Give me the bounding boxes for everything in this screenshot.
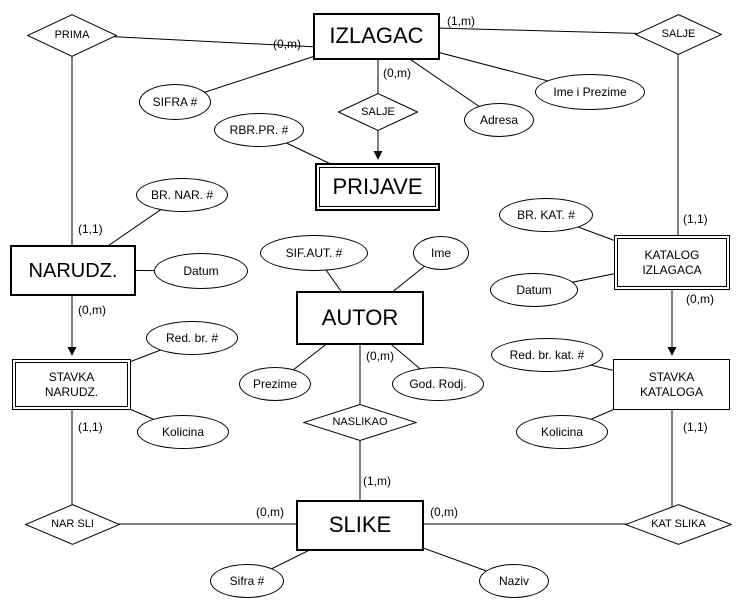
- relationship-nar-sli-label: NAR SLI: [51, 518, 94, 530]
- entity-prijave: PRIJAVE: [315, 163, 440, 211]
- attribute-label: Prezime: [252, 377, 297, 391]
- relationship-salje-mid: SALJE: [338, 93, 418, 131]
- relationship-nar-sli: NAR SLI: [25, 504, 120, 545]
- cardinality-izlagac-salje-top: (1,m): [447, 14, 475, 28]
- cardinality-slike-kat-slika: (0,m): [430, 505, 458, 519]
- diamond-shape: [27, 14, 117, 57]
- entity-narudz-label: NARUDZ.: [28, 259, 118, 282]
- entity-prijave-label: PRIJAVE: [332, 173, 423, 199]
- entity-izlagac: IZLAGAC: [313, 13, 440, 60]
- attribute-label: Sifra #: [229, 574, 265, 588]
- relationship-prima-label: PRIMA: [54, 29, 90, 41]
- attribute-label: Kolicina: [161, 425, 205, 439]
- attribute-sifra-slike: Sifra #: [210, 564, 284, 598]
- attribute-adresa: Adresa: [464, 103, 534, 137]
- relationship-salje-top-label: SALJE: [661, 28, 696, 40]
- entity-katalog-izlagaca-label: KATALOG IZLAGACA: [642, 248, 702, 277]
- attribute-br-kat: BR. KAT. #: [499, 198, 593, 232]
- relationship-salje-mid-label: SALJE: [361, 105, 395, 118]
- attribute-datum-narudz: Datum: [154, 253, 248, 289]
- attribute-rbr-pr: RBR.PR. #: [214, 113, 304, 147]
- entity-stavka-narudz: STAVKA NARUDZ.: [12, 359, 131, 410]
- attribute-red-br-kat: Red. br. kat. #: [491, 338, 603, 372]
- entity-autor-label: AUTOR: [321, 304, 399, 330]
- diamond-shape: [25, 504, 120, 545]
- attribute-ime: Ime: [413, 236, 469, 270]
- entity-izlagac-label: IZLAGAC: [329, 23, 424, 49]
- attribute-label: RBR.PR. #: [229, 123, 289, 137]
- attribute-kolicina-narudz: Kolicina: [137, 415, 229, 449]
- relationship-naslikao: NASLIKAO: [303, 404, 417, 441]
- cardinality-katalog-salje: (1,1): [683, 212, 708, 226]
- diamond-shape: [625, 504, 732, 545]
- relationship-prima: PRIMA: [27, 14, 117, 57]
- entity-slike-label: SLIKE: [328, 512, 392, 538]
- entity-slike: SLIKE: [296, 500, 424, 551]
- attribute-ime-i-prezime: Ime i Prezime: [535, 74, 645, 110]
- attribute-br-nar: BR. NAR. #: [136, 178, 228, 212]
- attribute-label: BR. NAR. #: [150, 188, 213, 202]
- entity-katalog-izlagaca: KATALOG IZLAGACA: [614, 235, 730, 290]
- cardinality-stavka-narudz-nar-sli: (1,1): [78, 420, 103, 434]
- entity-stavka-narudz-label: STAVKA NARUDZ.: [44, 370, 99, 399]
- cardinality-stavka-kataloga-kat-slika: (1,1): [683, 420, 708, 434]
- relationship-kat-slika: KAT SLIKA: [625, 504, 732, 545]
- attribute-label: SIFRA #: [152, 95, 198, 109]
- entity-stavka-kataloga-label: STAVKA KATALOGA: [640, 370, 703, 399]
- attribute-naziv: Naziv: [479, 564, 549, 598]
- cardinality-autor-naslikao: (0,m): [366, 349, 394, 363]
- attribute-kolicina-kataloga: Kolicina: [516, 415, 608, 449]
- attribute-sif-aut: SIF.AUT. #: [260, 235, 368, 271]
- cardinality-narudz-prima: (1,1): [78, 222, 103, 236]
- relationship-salje-top: SALJE: [635, 14, 722, 55]
- cardinality-narudz-stavka: (0,m): [78, 303, 106, 317]
- attribute-label: God. Rodj.: [409, 377, 467, 391]
- diamond-shape: [338, 93, 418, 131]
- diamond-shape: [635, 14, 722, 55]
- attribute-label: Naziv: [498, 574, 529, 588]
- attribute-datum-katalog: Datum: [490, 273, 578, 307]
- attribute-red-br: Red. br. #: [146, 321, 238, 355]
- attribute-label: BR. KAT. #: [517, 208, 575, 222]
- cardinality-slike-naslikao: (1,m): [363, 474, 391, 488]
- attribute-label: Adresa: [479, 113, 519, 127]
- attribute-god-rodj: God. Rodj.: [392, 367, 484, 401]
- entity-stavka-kataloga: STAVKA KATALOGA: [613, 359, 730, 410]
- entity-autor: AUTOR: [296, 291, 424, 345]
- attribute-label: Red. br. #: [165, 331, 219, 345]
- relationship-kat-slika-label: KAT SLIKA: [651, 518, 706, 530]
- attribute-label: Red. br. kat. #: [509, 348, 585, 362]
- attribute-label: Ime i Prezime: [553, 85, 627, 99]
- cardinality-izlagac-prima: (0,m): [273, 37, 301, 51]
- cardinality-katalog-stavka: (0,m): [686, 292, 714, 306]
- attribute-label: Datum: [516, 283, 552, 297]
- attribute-sifra-izlagac: SIFRA #: [139, 84, 211, 120]
- cardinality-izlagac-salje-mid: (0,m): [383, 66, 411, 80]
- relationship-naslikao-label: NASLIKAO: [332, 416, 388, 428]
- attribute-label: Datum: [183, 264, 219, 278]
- cardinality-slike-nar-sli: (0,m): [256, 505, 284, 519]
- attribute-label: Kolicina: [540, 425, 584, 439]
- attribute-label: Ime: [430, 246, 451, 260]
- diamond-shape: [303, 404, 417, 441]
- attribute-prezime: Prezime: [239, 367, 311, 401]
- attribute-label: SIF.AUT. #: [285, 246, 343, 260]
- entity-narudz: NARUDZ.: [10, 245, 136, 296]
